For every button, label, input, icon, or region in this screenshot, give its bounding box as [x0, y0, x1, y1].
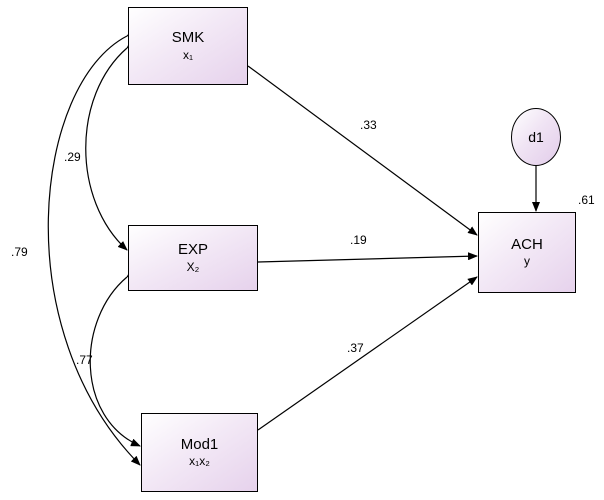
node-mod1-label: Mod1	[180, 435, 219, 453]
node-ach-sublabel: y	[524, 254, 530, 269]
node-mod1-sublabel: x₁x₂	[189, 454, 210, 469]
node-d1[interactable]: d1	[511, 108, 561, 166]
coefficient-mod1-ach: .37	[347, 341, 364, 355]
node-d1-label: d1	[528, 128, 544, 145]
path-smk-to-ach	[247, 65, 478, 236]
covariance-exp-mod1	[89, 268, 141, 447]
node-smk-label: SMK	[171, 29, 205, 47]
covariance-smk-exp	[85, 39, 137, 251]
node-exp-label: EXP	[177, 241, 208, 259]
coefficient-smk-ach: .33	[360, 118, 377, 132]
path-mod1-to-ach	[257, 276, 478, 431]
node-ach-label: ACH	[511, 235, 543, 253]
coefficient-exp-ach: .19	[350, 233, 367, 247]
coefficient-exp-mod1: .77	[76, 353, 93, 367]
coefficient-smk-exp: .29	[64, 150, 81, 164]
annotation-r2-ach: .61	[578, 193, 595, 207]
node-smk-sublabel: x₁	[182, 47, 194, 62]
node-ach[interactable]: ACH y	[478, 212, 576, 293]
node-exp-sublabel: X₂	[186, 259, 200, 274]
node-smk[interactable]: SMK x₁	[128, 7, 248, 85]
covariance-smk-mod1	[47, 28, 141, 466]
node-exp[interactable]: EXP X₂	[128, 225, 258, 291]
node-mod1[interactable]: Mod1 x₁x₂	[141, 413, 258, 492]
path-exp-to-ach	[257, 252, 478, 263]
coefficient-smk-mod1: .79	[11, 245, 28, 259]
